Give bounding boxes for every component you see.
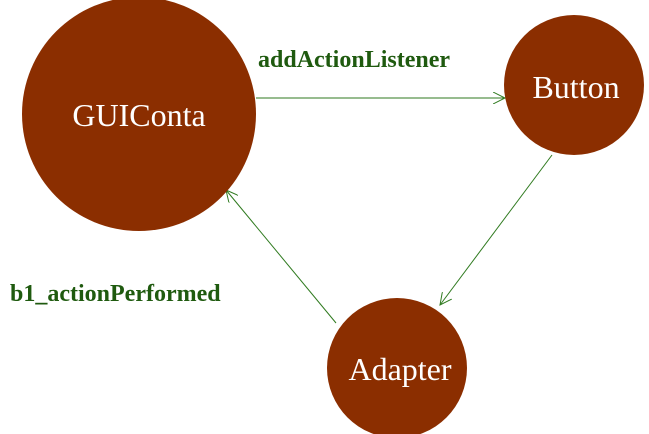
node-guiconta: GUIConta xyxy=(22,0,256,231)
edge-label-add-action-listener: addActionListener xyxy=(258,47,450,73)
edge-adapter-to-guiconta xyxy=(226,190,337,324)
node-adapter-label: Adapter xyxy=(348,351,451,387)
node-adapter: Adapter xyxy=(327,298,467,434)
edge-button-to-adapter xyxy=(440,154,553,305)
edge-label-b1-action-performed: b1_actionPerformed xyxy=(10,281,221,307)
node-guiconta-label: GUIConta xyxy=(72,97,205,133)
node-button-label: Button xyxy=(532,69,619,105)
node-button: Button xyxy=(504,15,644,155)
